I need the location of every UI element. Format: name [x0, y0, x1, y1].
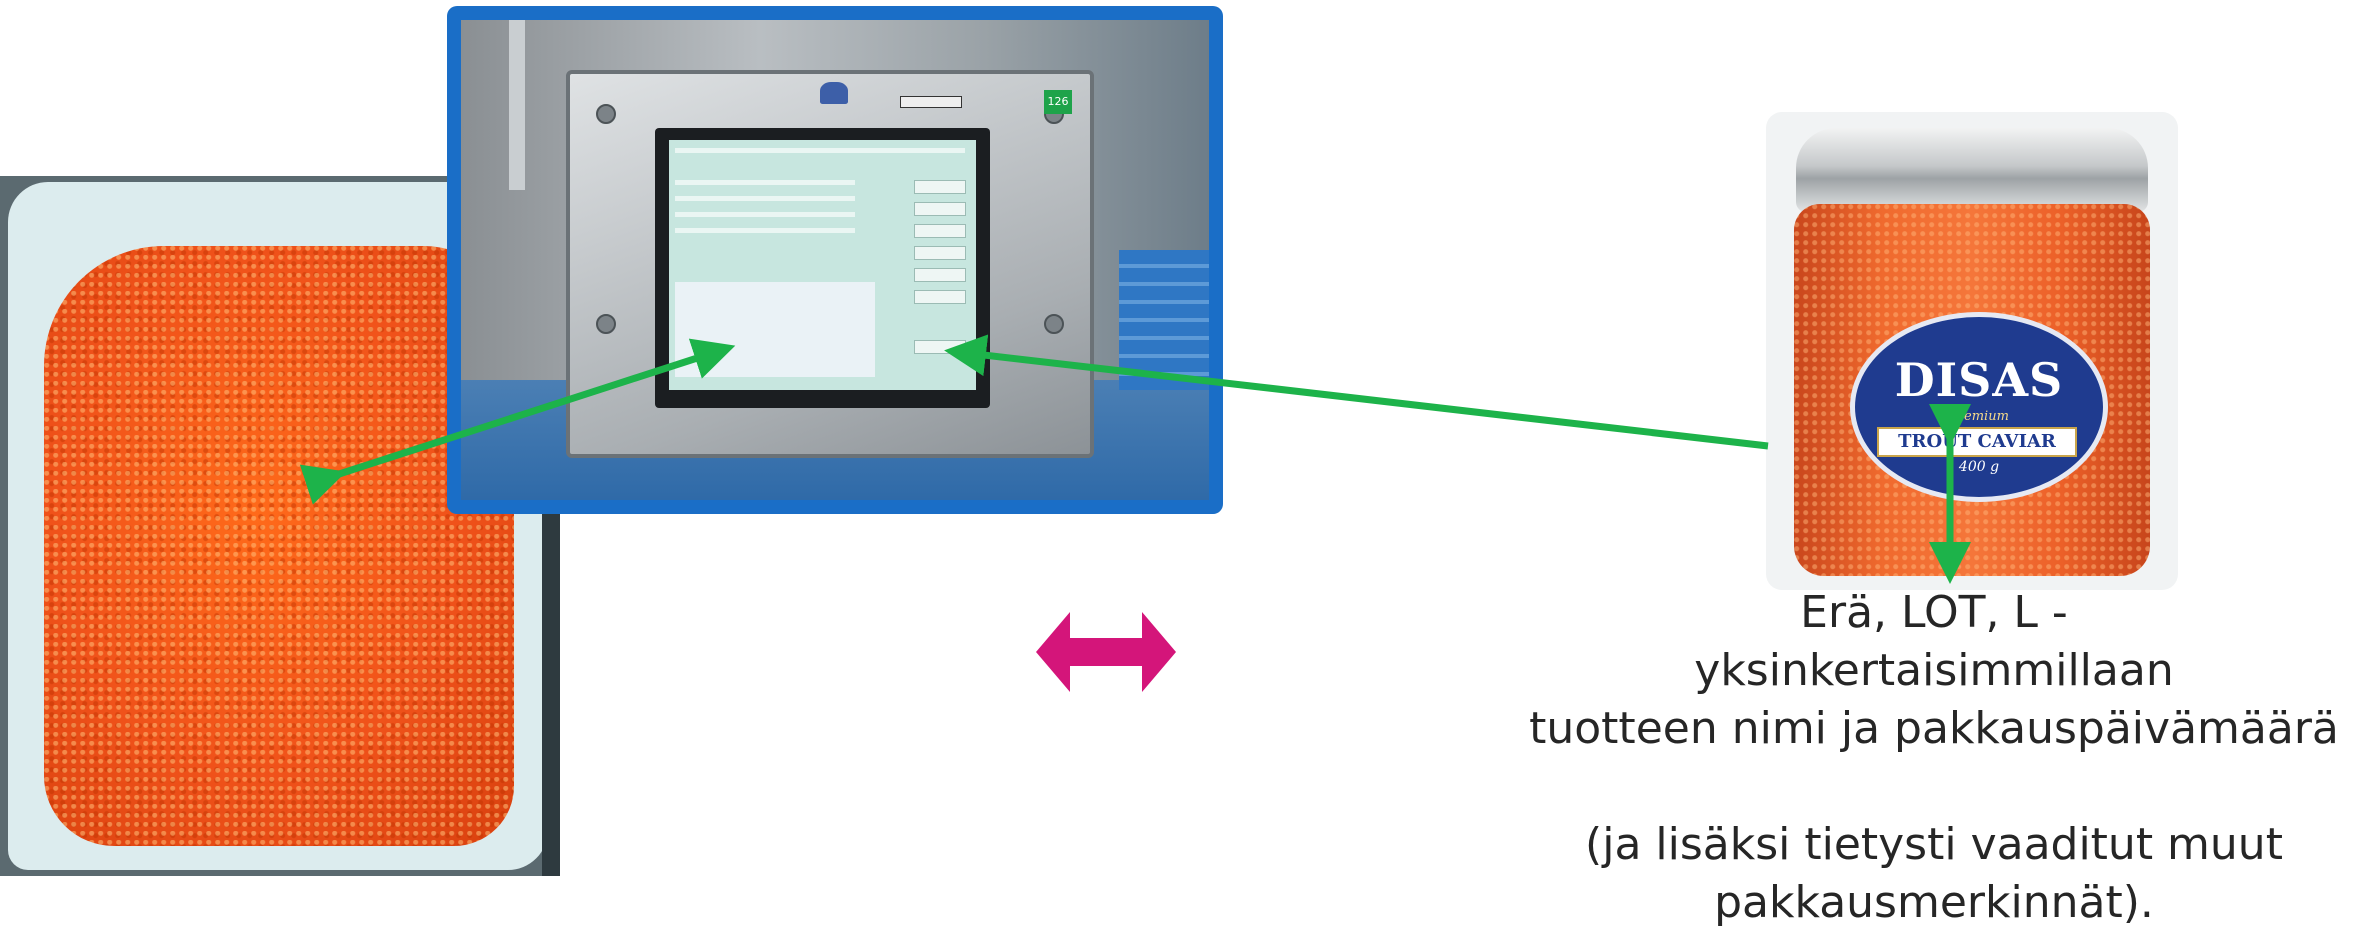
screen-form-row	[675, 180, 855, 185]
bolt-icon	[596, 314, 616, 334]
jar-lid	[1796, 128, 2148, 212]
caption-line: yksinkertaisimmillaan	[1694, 645, 2174, 696]
jar-label-weight: 400 g	[1958, 459, 2000, 475]
screen-button	[914, 290, 966, 304]
screen-list-area	[675, 282, 875, 377]
caption-line: pakkausmerkinnät).	[1714, 877, 2154, 928]
screen-form-row	[675, 228, 855, 233]
jar-label-subtitle: Premium	[1949, 409, 2009, 424]
screen-title-bar	[675, 148, 965, 153]
manufacturer-label	[900, 96, 962, 108]
touchscreen-display	[669, 140, 976, 390]
traceability-terminal-photo: 126	[447, 6, 1223, 514]
jar-label: DISAS Premium TROUT CAVIAR 400 g	[1850, 312, 2108, 502]
caption-line: (ja lisäksi tietysti vaaditut muut	[1585, 819, 2283, 870]
screen-button	[914, 224, 966, 238]
machine-number-tag: 126	[1044, 90, 1072, 114]
jar-label-brand: DISAS	[1894, 353, 2064, 407]
screen-button	[914, 202, 966, 216]
jar-label-product: TROUT CAVIAR	[1877, 427, 2077, 457]
touchscreen-bezel	[655, 128, 990, 408]
steel-pole	[509, 20, 525, 190]
fish-roe-mass	[44, 246, 514, 846]
screen-button	[914, 268, 966, 282]
caption-spacer	[1520, 758, 2348, 816]
bolt-icon	[596, 104, 616, 124]
screen-button	[914, 180, 966, 194]
caption-line: Erä, LOT, L -	[1800, 587, 2068, 638]
screen-form-row	[675, 196, 855, 201]
screen-button	[914, 340, 966, 354]
screen-button	[914, 246, 966, 260]
screen-form-row	[675, 212, 855, 217]
lot-marking-caption: Erä, LOT, L - yksinkertaisimmillaan tuot…	[1520, 584, 2348, 932]
double-arrow-icon	[1036, 612, 1176, 692]
bolt-icon	[1044, 314, 1064, 334]
caviar-jar-photo: DISAS Premium TROUT CAVIAR 400 g	[1766, 112, 2178, 590]
caption-line: tuotteen nimi ja pakkauspäivämäärä	[1529, 703, 2339, 754]
manufacturer-logo-icon	[820, 82, 848, 104]
terminal-housing: 126	[566, 70, 1094, 458]
blue-crates-stack	[1119, 250, 1209, 390]
